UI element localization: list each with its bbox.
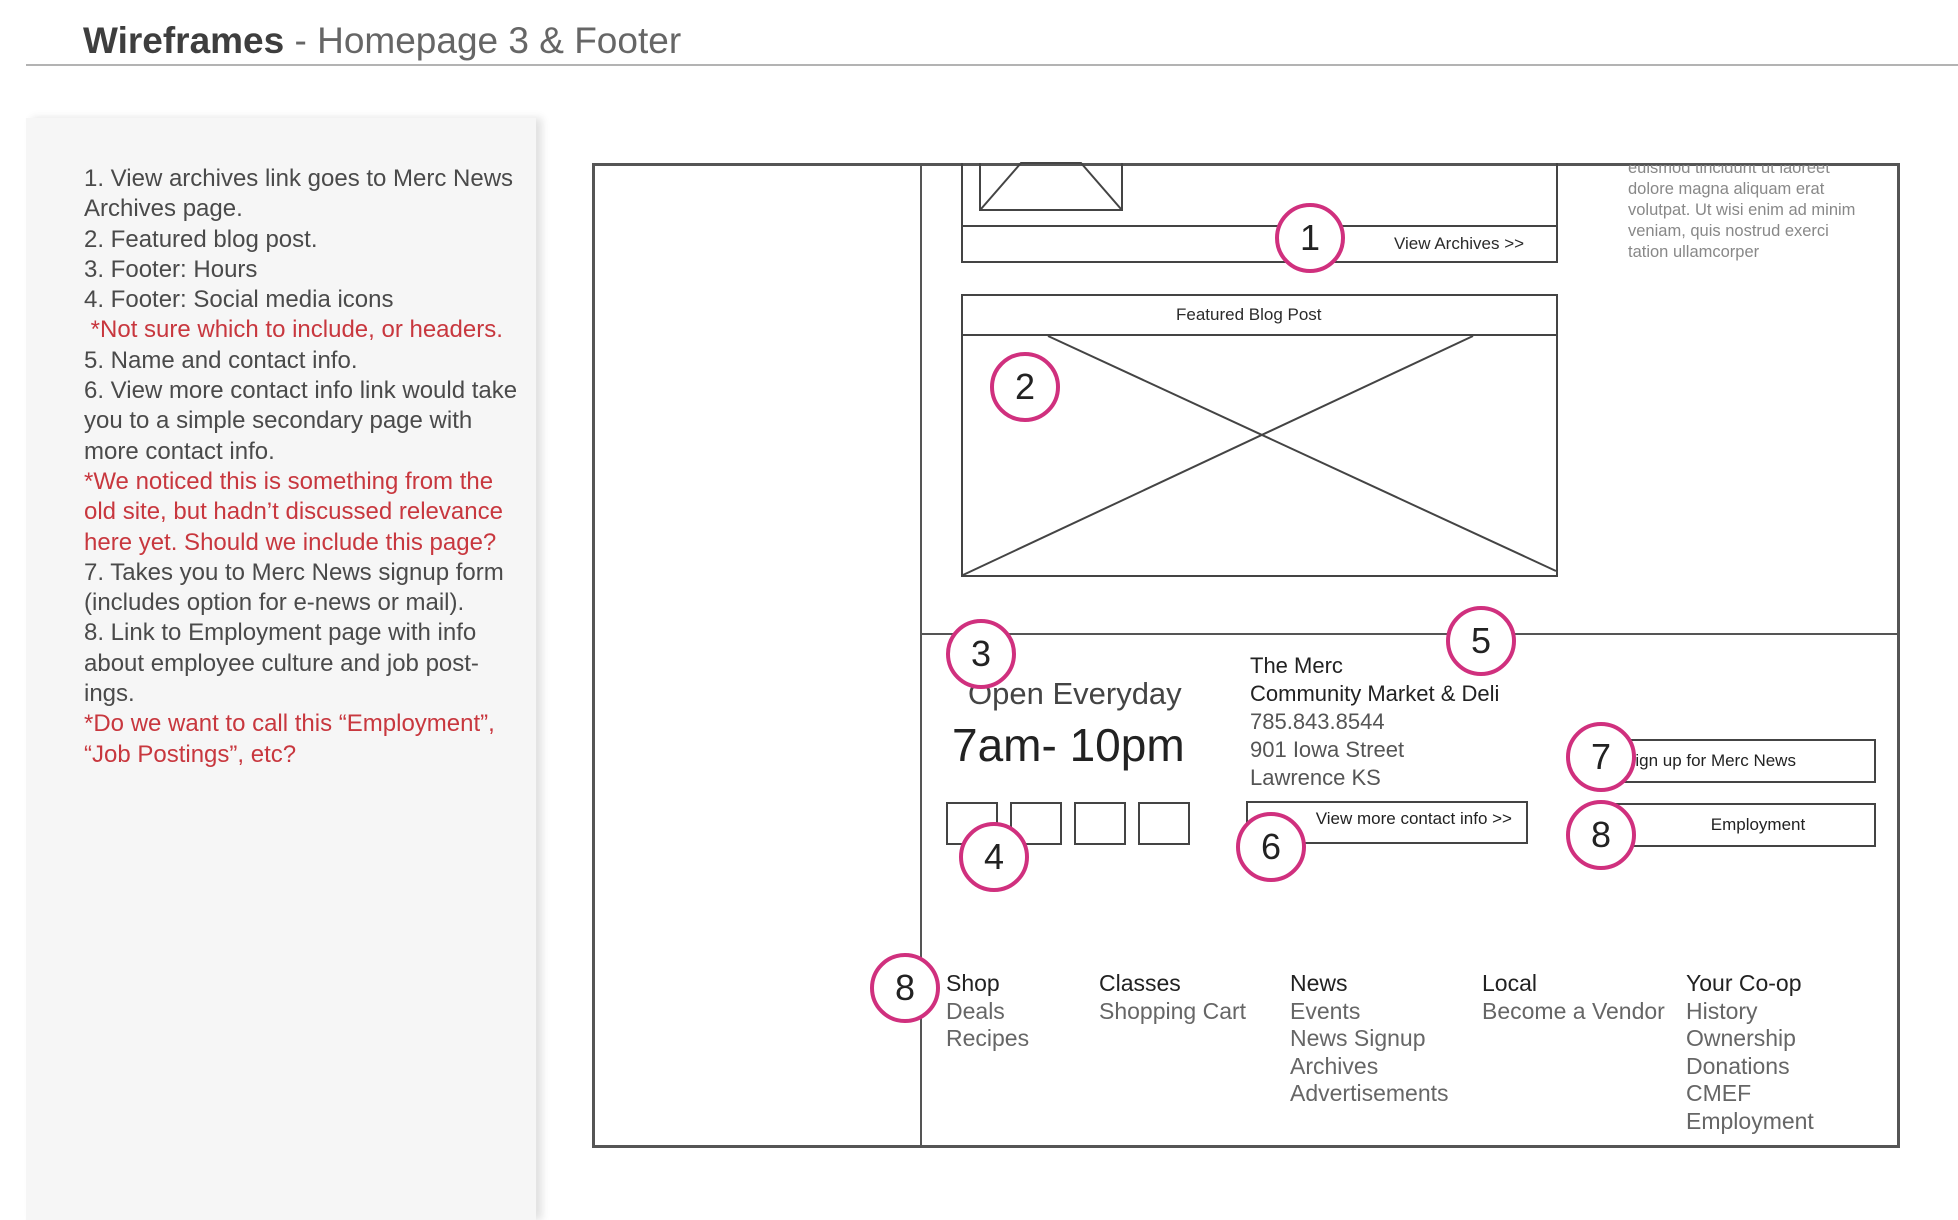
footer-nav-item[interactable]: CMEF <box>1686 1080 1752 1106</box>
social-icon-3[interactable] <box>1074 802 1126 845</box>
footer-nav-your-coop: Your Co-op History Ownership Donations C… <box>1686 970 1814 1135</box>
marker-8-employment: 8 <box>1566 800 1636 870</box>
marker-7: 7 <box>1566 722 1636 792</box>
featured-blog-post-box[interactable] <box>961 294 1558 577</box>
employment-label: Employment <box>1710 815 1806 834</box>
contact-name-sub: Community Market & Deli <box>1250 681 1500 706</box>
hours-time: 7am- 10pm <box>952 719 1185 771</box>
social-icon-4[interactable] <box>1138 802 1190 845</box>
footer-nav-heading[interactable]: Classes <box>1099 970 1181 996</box>
footer-nav-heading[interactable]: Your Co-op <box>1686 970 1802 996</box>
note-6-comment: *We noticed this is something from the o… <box>84 467 503 556</box>
note-6: 6. View more contact info link would tak… <box>84 377 518 465</box>
contact-name: The Merc <box>1250 653 1343 678</box>
marker-3: 3 <box>946 619 1016 689</box>
notes-panel: 1. View archives link goes to Merc News … <box>26 118 536 1220</box>
footer-nav-heading[interactable]: Local <box>1482 970 1537 996</box>
footer-nav-item[interactable]: Shopping Cart <box>1099 997 1247 1024</box>
archives-block <box>961 163 1558 263</box>
footer-nav-classes: Classes Shopping Cart <box>1099 970 1246 1025</box>
contact-city: Lawrence KS <box>1250 765 1381 790</box>
footer-nav-shop: Shop Deals Recipes <box>946 970 1029 1053</box>
note-4-comment: *Not sure which to include, or headers. <box>84 316 503 344</box>
marker-4: 4 <box>959 822 1029 892</box>
note-2: 2. Featured blog post. <box>84 225 318 253</box>
archives-bar-divider <box>963 225 1556 227</box>
frame-top-edge <box>1622 163 1892 165</box>
note-3: 3. Footer: Hours <box>84 255 258 283</box>
footer-nav-item[interactable]: Employment <box>1686 1107 1814 1134</box>
marker-5: 5 <box>1446 606 1516 676</box>
footer-nav-heading[interactable]: News <box>1290 970 1348 996</box>
note-8-comment: *Do we want to call this “Employment”, “… <box>84 710 495 768</box>
footer-nav-heading[interactable]: Shop <box>946 970 1000 996</box>
footer-nav-local: Local Become a Vendor <box>1482 970 1665 1025</box>
note-1: 1. View archives link goes to Merc News … <box>84 165 514 223</box>
footer-nav-item[interactable]: Donations <box>1686 1052 1790 1079</box>
footer-nav-item[interactable]: News Signup <box>1290 1025 1426 1051</box>
contact-street: 901 Iowa Street <box>1250 737 1405 762</box>
featured-blog-image-cross <box>962 335 1557 576</box>
lorem-crop-mask <box>1622 150 1882 163</box>
contact-phone: 785.843.8544 <box>1250 709 1385 734</box>
note-7: 7. Takes you to Merc News signup form (i… <box>84 558 504 617</box>
note-5: 5. Name and contact info. <box>84 346 358 374</box>
archives-image-cross <box>980 162 1122 210</box>
hours-label: Open Everyday <box>968 676 1182 711</box>
marker-6: 6 <box>1236 812 1306 882</box>
footer-nav-item[interactable]: History <box>1686 997 1758 1024</box>
view-more-contact-label: View more contact info >> <box>1315 809 1512 828</box>
footer-divider <box>921 633 1898 635</box>
footer-nav-item[interactable]: Deals <box>946 997 1005 1024</box>
featured-blog-header-divider <box>963 334 1556 336</box>
page-title: Wireframes - Homepage 3 & Footer <box>83 20 681 62</box>
contact-info: The Merc Community Market & Deli 785.843… <box>1250 652 1499 792</box>
marker-2: 2 <box>990 352 1060 422</box>
wireframe-frame <box>592 163 1900 1148</box>
signup-merc-news-label: Sign up for Merc News <box>1624 751 1796 770</box>
footer-nav-item[interactable]: Become a Vendor <box>1482 997 1665 1024</box>
page-title-bold: Wireframes <box>83 20 285 61</box>
footer-nav-item[interactable]: Ownership <box>1686 1025 1796 1051</box>
footer-nav-news: News Events News Signup Archives Adverti… <box>1290 970 1449 1108</box>
footer-nav-item[interactable]: Archives <box>1290 1052 1379 1079</box>
left-column-divider <box>920 164 922 1146</box>
note-4: 4. Footer: Social media icons <box>84 286 394 314</box>
signup-merc-news-button[interactable]: Sign up for Merc News <box>1604 739 1876 783</box>
footer-nav-item[interactable]: Recipes <box>946 1025 1030 1051</box>
page-title-subtitle: - Homepage 3 & Footer <box>284 20 682 61</box>
employment-button[interactable]: Employment <box>1604 803 1876 847</box>
marker-1: 1 <box>1275 203 1345 273</box>
title-divider <box>26 64 1958 66</box>
view-archives-link[interactable]: View Archives >> <box>1394 234 1525 253</box>
note-8: 8. Link to Employment page with info abo… <box>84 619 479 708</box>
footer-nav-item[interactable]: Events <box>1290 997 1361 1024</box>
featured-blog-post-label: Featured Blog Post <box>1176 305 1322 324</box>
footer-nav-item[interactable]: Advertisements <box>1290 1080 1449 1106</box>
marker-8-footer-nav: 8 <box>870 953 940 1023</box>
social-icon-2[interactable] <box>1010 802 1062 845</box>
lorem-text: euismod tincidunt ut laoreet dolore magn… <box>1628 159 1856 261</box>
archives-image-placeholder <box>979 163 1123 211</box>
notes-list: 1. View archives link goes to Merc News … <box>84 164 524 770</box>
